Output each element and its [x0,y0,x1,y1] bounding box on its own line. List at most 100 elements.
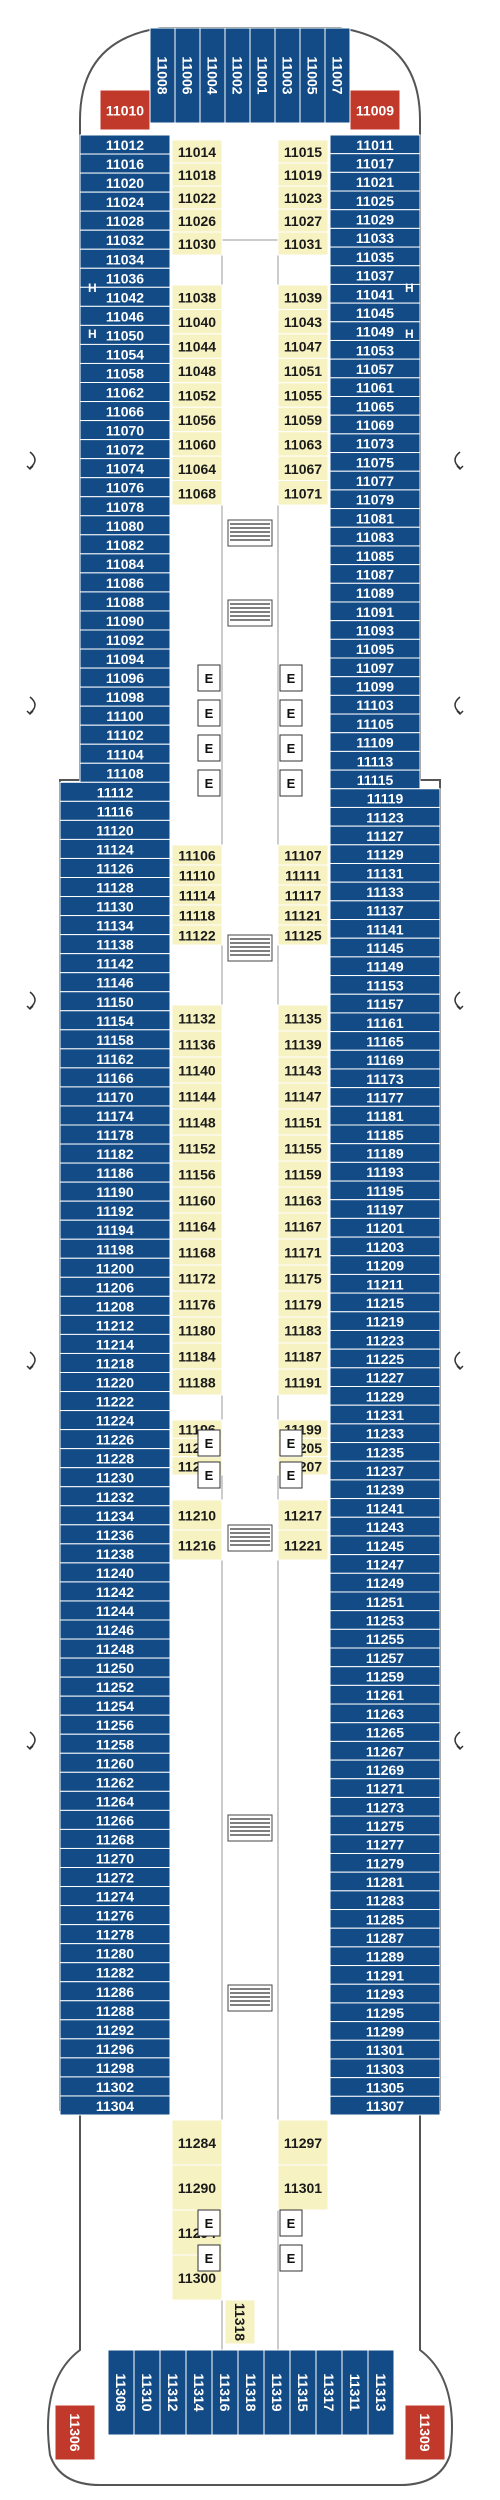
cabin-interior-port[interactable]: 11176 [171,1290,223,1318]
cabin-starboard[interactable]: 11303 [329,2058,441,2079]
cabin-interior-port[interactable]: 11114 [171,884,223,906]
cabin-interior-port[interactable]: 11040 [171,308,223,335]
cabin-starboard[interactable]: 11189 [329,1143,441,1163]
cabin-starboard[interactable]: 11085 [329,545,421,566]
cabin-port[interactable]: 11080 [79,515,171,536]
cabin-starboard[interactable]: 11289 [329,1946,441,1967]
cabin-starboard[interactable]: 11287 [329,1927,441,1948]
cabin-port[interactable]: 11124 [59,838,171,859]
cabin-port[interactable]: 11272 [59,1867,171,1888]
cabin-interior-starboard[interactable]: 11139 [277,1030,329,1058]
cabin-interior-starboard[interactable]: 11023 [277,185,329,210]
cabin-port[interactable]: 11276 [59,1905,171,1926]
cabin-port[interactable]: 11028 [79,210,171,231]
cabin-starboard[interactable]: 11239 [329,1479,441,1500]
cabin-interior-starboard[interactable]: 11221 [277,1529,329,1561]
cabin-port[interactable]: 11190 [59,1181,171,1202]
cabin-interior-port[interactable]: 11122 [171,924,223,946]
cabin-port[interactable]: 11100 [79,705,171,726]
cabin-interior-port[interactable]: 11184 [171,1342,223,1370]
cabin-starboard[interactable]: 11095 [329,638,421,659]
cabin-aft[interactable]: 11313 [367,2349,395,2436]
cabin-port[interactable]: 11242 [59,1581,171,1602]
cabin-starboard[interactable]: 11279 [329,1852,441,1873]
suite-forward-right[interactable]: 11009 [349,89,401,131]
cabin-starboard[interactable]: 11243 [329,1516,441,1537]
cabin-starboard[interactable]: 11077 [329,470,421,491]
cabin-interior-starboard[interactable]: 11121 [277,904,329,926]
cabin-starboard[interactable]: 11177 [329,1087,441,1107]
cabin-port[interactable]: 11016 [79,153,171,174]
cabin-port[interactable]: 11266 [59,1809,171,1830]
cabin-starboard[interactable]: 11081 [329,508,421,528]
cabin-port[interactable]: 11264 [59,1790,171,1811]
cabin-aft[interactable]: 11317 [315,2349,343,2436]
cabin-port[interactable]: 11090 [79,610,171,631]
cabin-interior-starboard[interactable]: 11039 [277,284,329,310]
cabin-starboard[interactable]: 11265 [329,1722,441,1742]
cabin-interior-starboard[interactable]: 11159 [277,1160,329,1188]
cabin-starboard[interactable]: 11103 [329,694,421,715]
cabin-interior-starboard[interactable]: 11187 [277,1342,329,1370]
cabin-starboard[interactable]: 11219 [329,1311,441,1331]
cabin-starboard[interactable]: 11145 [329,937,441,958]
cabin-starboard[interactable]: 11087 [329,564,421,584]
cabin-interior-starboard[interactable]: 11155 [277,1134,329,1162]
cabin-starboard[interactable]: 11285 [329,1909,441,1929]
cabin-forward[interactable]: 11007 [324,27,351,124]
cabin-port[interactable]: 11220 [59,1372,171,1393]
cabin-port[interactable]: 11066 [79,401,171,422]
cabin-port[interactable]: 11162 [59,1048,171,1069]
cabin-starboard[interactable]: 11137 [329,900,441,921]
cabin-starboard[interactable]: 11057 [329,358,421,379]
cabin-port[interactable]: 11252 [59,1676,171,1697]
cabin-starboard[interactable]: 11119 [329,788,441,808]
cabin-interior-starboard[interactable]: 11027 [277,208,329,233]
cabin-aft[interactable]: 11308 [107,2349,135,2436]
cabin-port[interactable]: 11036 [79,267,171,288]
cabin-starboard[interactable]: 11149 [329,956,441,977]
cabin-interior-port[interactable]: 11216 [171,1529,223,1561]
cabin-starboard[interactable]: 11233 [329,1423,441,1444]
cabin-port[interactable]: 11126 [59,857,171,879]
cabin-port[interactable]: 11244 [59,1600,171,1621]
cabin-interior-starboard[interactable]: 11067 [277,455,329,482]
cabin-interior-starboard[interactable]: 11063 [277,431,329,457]
cabin-starboard[interactable]: 11041 [329,283,421,304]
cabin-starboard[interactable]: 11075 [329,452,421,472]
cabin-port[interactable]: 11226 [59,1429,171,1450]
cabin-interior-port[interactable]: 11064 [171,455,223,482]
cabin-port[interactable]: 11186 [59,1162,171,1183]
suite-aft-left[interactable]: 11306 [54,2404,96,2461]
cabin-starboard[interactable]: 11073 [329,433,421,454]
cabin-starboard[interactable]: 11161 [329,1012,441,1033]
cabin-port[interactable]: 11256 [59,1714,171,1735]
cabin-port[interactable]: 11234 [59,1505,171,1526]
cabin-interior-starboard[interactable]: 11217 [277,1499,329,1531]
cabin-port[interactable]: 11088 [79,591,171,612]
cabin-interior-starboard[interactable]: 11107 [277,844,329,866]
cabin-starboard[interactable]: 11079 [329,489,421,510]
cabin-starboard[interactable]: 11197 [329,1199,441,1219]
cabin-interior-port[interactable]: 11210 [171,1499,223,1531]
cabin-interior-center[interactable]: 11318 [224,2299,256,2345]
cabin-starboard[interactable]: 11029 [329,209,421,229]
cabin-starboard[interactable]: 11021 [329,171,421,192]
cabin-interior-port[interactable]: 11068 [171,480,223,506]
cabin-port[interactable]: 11170 [59,1086,171,1107]
cabin-interior-port[interactable]: 11164 [171,1212,223,1240]
cabin-forward[interactable]: 11002 [224,27,251,124]
cabin-interior-starboard[interactable]: 11031 [277,231,329,256]
cabin-starboard[interactable]: 11169 [329,1049,441,1070]
cabin-starboard[interactable]: 11133 [329,881,441,902]
cabin-starboard[interactable]: 11123 [329,806,441,827]
cabin-port[interactable]: 11192 [59,1200,171,1221]
cabin-interior-starboard[interactable]: 11163 [277,1186,329,1214]
cabin-starboard[interactable]: 11247 [329,1554,441,1574]
cabin-starboard[interactable]: 11261 [329,1684,441,1705]
cabin-interior-starboard[interactable]: 11111 [277,864,329,886]
cabin-interior-port[interactable]: 11144 [171,1082,223,1110]
cabin-starboard[interactable]: 11275 [329,1815,441,1836]
cabin-port[interactable]: 11158 [59,1029,171,1050]
cabin-starboard[interactable]: 11299 [329,2021,441,2041]
